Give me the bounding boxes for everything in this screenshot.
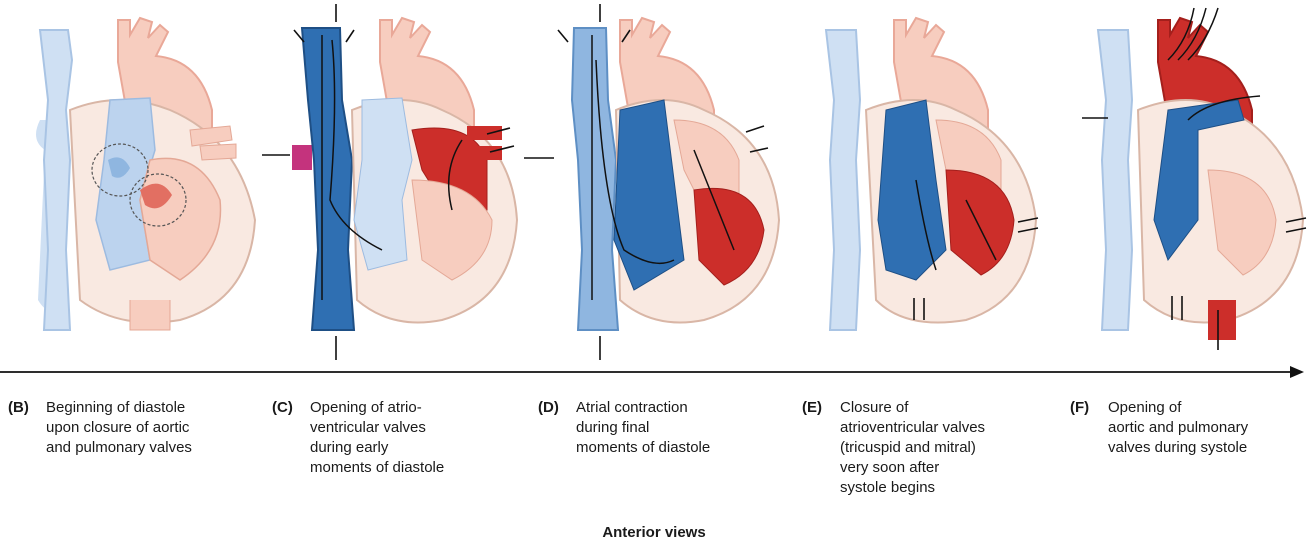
caption-letter: (F) bbox=[1070, 398, 1089, 418]
caption-letter: (E) bbox=[802, 398, 822, 418]
caption-letter: (C) bbox=[272, 398, 293, 418]
caption-letter: (B) bbox=[8, 398, 29, 418]
caption-text: Opening of aortic and pulmonary valves d… bbox=[1108, 398, 1308, 458]
timeline-arrow bbox=[0, 0, 1308, 390]
caption-text: Closure of atrioventricular valves (tric… bbox=[840, 398, 1040, 498]
figure-footer-label: Anterior views bbox=[0, 524, 1308, 541]
caption-text: Opening of atrio- ventricular valves dur… bbox=[310, 398, 510, 478]
caption-letter: (D) bbox=[538, 398, 559, 418]
caption-text: Atrial contraction during final moments … bbox=[576, 398, 776, 458]
caption-text: Beginning of diastole upon closure of ao… bbox=[46, 398, 246, 458]
